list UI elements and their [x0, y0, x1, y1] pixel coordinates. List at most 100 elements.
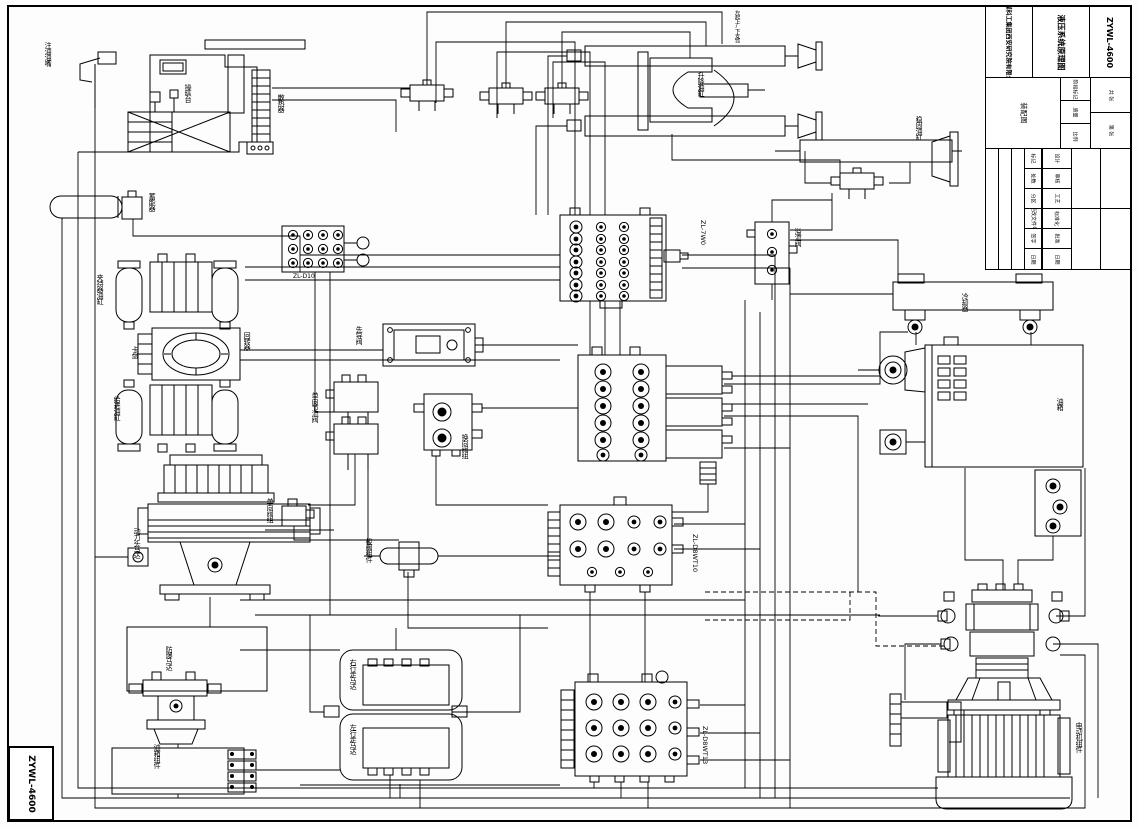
rev-col-4: 签字 — [1024, 228, 1042, 249]
label-directional-group: 换向阀组 — [461, 434, 470, 458]
valve-bank-7-glyph — [559, 207, 689, 309]
directional-block-glyph — [413, 393, 483, 457]
rev-col-5: 日期 — [1024, 248, 1042, 270]
doc-type: 装配图 — [1019, 102, 1027, 124]
sign-0: 设计 — [1042, 148, 1072, 169]
rev-col-0: 标记 — [1024, 148, 1042, 169]
label-power-head: 动力头马达 — [133, 528, 142, 558]
sign-blank-b — [1071, 208, 1101, 270]
sheet-total-cell: 共 张 — [1090, 77, 1131, 113]
title-block-company-cell: 中煤科工集团西安研究院有限公司 — [985, 6, 1033, 78]
rev-label: 处数 — [1029, 173, 1036, 184]
label-motor-unit: 电动机组件 — [1075, 722, 1084, 752]
label-check-valve: 单向阀组 — [266, 498, 275, 522]
sign-blank-d — [1100, 208, 1131, 270]
label-track-motor-right: 右行走马达 — [349, 659, 358, 689]
sheet-total: 共 张 — [1107, 89, 1113, 101]
label-bank-mid-model: ZL-D8WT10 — [691, 534, 699, 573]
sign-blank-a — [1071, 148, 1101, 209]
rev-col-2: 分区 — [1024, 188, 1042, 209]
label-console: 操纵台 — [184, 84, 193, 102]
scale-label: 比例 — [1071, 130, 1078, 142]
arm-cylinders-glyph — [566, 41, 962, 187]
label-radiator: 散热器 — [277, 94, 286, 112]
label-flameproof-motor: 防爆马达 — [165, 646, 174, 670]
label-feed-cylinder: 给进油缸 — [113, 396, 122, 420]
rev-label: 更改文件号 — [1029, 208, 1036, 229]
label-chuck: 卡盘 — [131, 346, 140, 358]
company-name: 中煤科工集团西安研究院有限公司 — [1004, 6, 1012, 78]
rev-label: 分区 — [1029, 193, 1036, 204]
pilot-lines-dashed — [705, 591, 946, 647]
sign-2: 工艺 — [1042, 188, 1072, 209]
rev-grid-col3 — [1011, 148, 1025, 270]
label-small-valve-bank: ZL-D10 — [293, 273, 315, 280]
small-valve-bank-glyph — [281, 225, 370, 273]
cooler-glyph — [892, 273, 1054, 335]
label-pilot-valve: 先导阀 — [355, 326, 364, 344]
sign-label: 工艺 — [1053, 193, 1060, 204]
sheet-no-cell: 第 张 — [1090, 112, 1131, 149]
power-head-glyph — [127, 454, 321, 601]
sign-4: 批准 — [1042, 228, 1072, 249]
rev-grid-col1 — [985, 148, 999, 270]
label-oil-tank: 油箱 — [1056, 398, 1065, 410]
sign-1: 审核 — [1042, 168, 1072, 189]
title-block-doc-type-cell: 装配图 — [985, 77, 1061, 149]
sign-label: 日期 — [1053, 253, 1060, 265]
valve-bank-3-glyph — [547, 496, 684, 593]
corner-code-box: ZYWL-4600 — [8, 746, 54, 821]
title-block-drawing-name-cell: 液压系统原理图 — [1032, 6, 1090, 78]
drawing-name: 液压系统原理图 — [1056, 14, 1066, 70]
label-bank-bottom-model: ZL-D8WT13 — [701, 726, 709, 765]
sign-5: 日期 — [1042, 248, 1072, 270]
valve-bank-6-glyph — [577, 346, 733, 485]
rev-grid-col2 — [998, 148, 1012, 270]
throttle-check-valves-glyph — [325, 374, 379, 470]
clamp-rotator-glyph — [115, 253, 241, 453]
title-block-model-cell: ZYWL-4600 — [1089, 6, 1131, 78]
shuttle-valve-glyph — [364, 541, 452, 578]
sign-3: 标准化 — [1042, 208, 1072, 229]
rev-col-3: 更改文件号 — [1024, 208, 1042, 229]
valve-bank-4-glyph — [560, 670, 700, 783]
sign-label: 设计 — [1053, 153, 1060, 164]
label-cooler: 冷却器 — [961, 293, 970, 311]
stage-label-cell: 阶段标记 — [1060, 77, 1091, 101]
label-rotator: 回转器 — [243, 332, 252, 350]
label-throttle-check-valve: 单向节流阀 — [311, 392, 320, 422]
rev-label: 标记 — [1029, 153, 1036, 164]
stage-label: 阶段标记 — [1071, 78, 1078, 100]
relief-valve-glyph — [746, 221, 798, 285]
label-accumulator: 蓄能器 — [148, 193, 157, 211]
corner-code-text: ZYWL-4600 — [26, 754, 36, 813]
label-shuttle-valve: 梭阀组件 — [365, 538, 374, 562]
model-number: ZYWL-4600 — [1105, 16, 1115, 68]
drawing-frame — [7, 5, 1132, 822]
sign-label: 标准化 — [1053, 210, 1060, 227]
flameproof-pump-unit-glyph — [111, 626, 268, 795]
mass-label: 质量 — [1071, 106, 1078, 118]
label-bank-top-model: ZL-7W0 — [699, 220, 707, 246]
rev-label: 日期 — [1029, 253, 1036, 265]
label-oil-nozzle: 注油油嘴 — [44, 42, 53, 66]
oil-tank-glyph — [878, 336, 1084, 537]
sign-blank-c — [1100, 148, 1131, 209]
rig-silhouette-glyph — [78, 39, 306, 155]
rev-label: 签字 — [1029, 233, 1036, 244]
scale-label-cell: 比例 — [1060, 123, 1091, 149]
check-block-glyph — [281, 498, 315, 527]
label-left-arm-cylinder: 左起上/下支臂 — [733, 10, 740, 42]
mass-label-cell: 质量 — [1060, 100, 1091, 124]
label-clamp-cylinder: 夹持器油缸 — [96, 274, 105, 304]
rev-col-1: 处数 — [1024, 168, 1042, 189]
label-relief-valve: 溢流阀 — [794, 228, 803, 246]
pump-motor-unit-glyph — [889, 583, 1073, 810]
pilot-valve-glyph — [382, 323, 484, 367]
label-stabilizer-cylinder: 稳固油缸 — [915, 116, 924, 140]
label-lift-cylinder: 升降油缸 — [697, 72, 706, 96]
sign-label: 审核 — [1053, 173, 1060, 184]
sign-label: 批准 — [1053, 233, 1060, 244]
